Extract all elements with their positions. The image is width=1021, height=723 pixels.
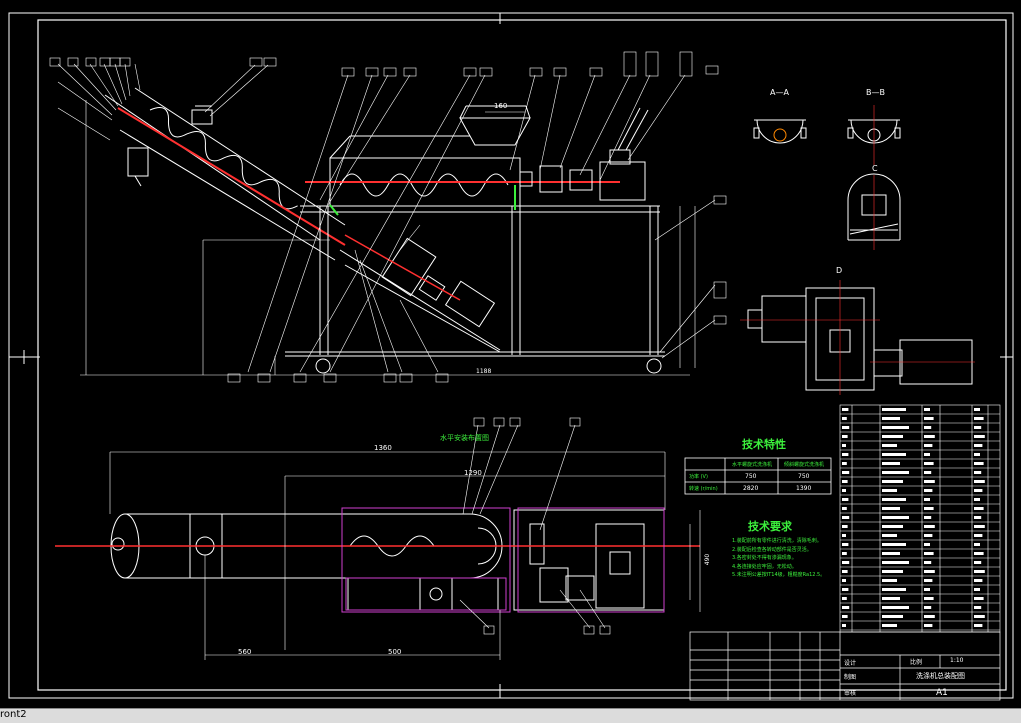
title-design: 设计 [844,660,857,667]
status-bar: ront2 [0,708,1021,723]
req-line: 2.装配后检查各转动部件是否灵活。 [732,546,812,553]
plan-dimensions [109,451,701,660]
tech-r2-c1: 2820 [743,485,759,492]
leader-lines [57,63,716,373]
cad-drawing[interactable] [0,0,1021,708]
plan-view-title: 水平安装布置图 [440,434,489,442]
parts-list [839,404,1001,633]
section-label-bb: B—B [866,88,885,97]
tech-req-title: 技术要求 [748,520,792,533]
title-ratio: 1:10 [950,657,964,664]
dim-490: 490 [704,553,712,566]
dim-160: 160 [494,102,508,110]
plan-leaders [459,424,606,629]
section-label-aa: A—A [770,88,789,97]
title-sheet-size: A1 [936,688,948,698]
tech-r2-c0: 转速 (r/min) [689,486,718,492]
elevation-view [104,87,665,374]
section-bb [847,105,901,165]
dim-560: 560 [238,648,252,656]
tech-requirements: 1.装配前所有零件进行清洗，清除毛刺。 2.装配后检查各转动部件是否灵活。 3.… [732,537,825,580]
dim-1290: 1290 [464,469,482,477]
section-label-c: C [872,164,878,173]
detail-d [740,280,975,395]
sheet-frame-inner [37,19,1007,691]
item-number-boxes [49,51,727,383]
dim-1360: 1360 [374,444,392,452]
dim-1188: 1188 [476,368,492,375]
tech-r2-c2: 1390 [796,485,812,492]
green-marks [329,185,516,216]
tech-r1-c1: 750 [745,473,757,480]
req-line: 5.未注明公差按IT14级，粗糙度Ra12.5。 [732,572,826,578]
req-line: 1.装配前所有零件进行清洗，清除毛刺。 [732,538,822,544]
detail-label-d: D [836,266,843,275]
tech-spec-title: 技术特性 [742,438,786,451]
title-review: 审核 [844,690,857,697]
sheet-frame-outer [8,12,1014,699]
dimension-lines [80,100,696,376]
section-c [847,173,901,250]
tech-head-2: 倾斜螺旋式洗涤机 [784,462,825,468]
tech-table [684,457,832,495]
status-text: ront2 [0,709,27,720]
section-aa [753,119,807,144]
dim-500: 500 [388,648,402,656]
title-draw: 制图 [844,674,857,681]
title-ratio-label: 比例 [910,659,923,666]
title-block [689,631,1001,701]
req-line: 3.各密封处不得有渗漏现象。 [732,555,797,561]
tech-r1-c0: 功率 (V) [689,474,708,480]
req-line: 4.各连接处应牢固，无松动。 [732,563,797,570]
magenta-outlines [341,507,665,613]
tech-r1-c2: 750 [798,473,810,480]
title-drawing-name: 洗涤机总装配图 [916,672,965,680]
tech-head-1: 水平螺旋式洗涤机 [732,462,773,468]
plan-view [55,509,700,611]
